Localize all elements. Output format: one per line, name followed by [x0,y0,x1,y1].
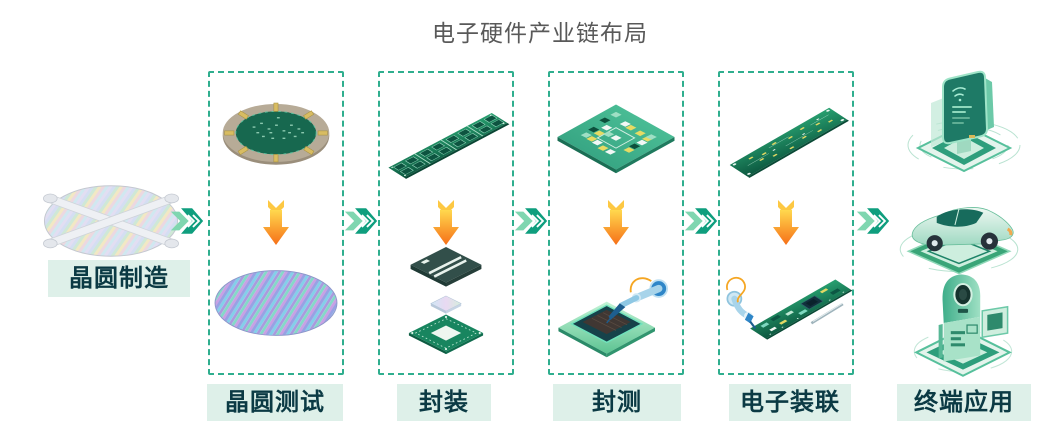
process-down-arrow-icon [428,200,464,246]
flow-arrow-icon [170,206,204,236]
tested-wafer-illustration [214,270,338,336]
stage-label-package-and-test: 封测 [553,384,681,421]
stage-label-electronic-assembly: 电子装联 [729,384,851,421]
process-down-arrow-icon [598,200,634,246]
stage-label-packaging: 封装 [397,384,491,421]
flow-arrow-icon [684,206,718,236]
chip-final-test-illustration [558,277,669,358]
exploded-chip-package-illustration [408,247,484,355]
smart-kiosk-illustration [907,70,1021,173]
stage-box-packaging [378,71,514,375]
stage-label-wafer-fab: 晶圆制造 [48,260,190,297]
substrate-strip-illustration [388,113,510,179]
process-down-arrow-icon [768,200,804,246]
stage-box-wafer-test [208,71,344,375]
test-board-illustration [557,104,675,174]
flow-arrow-icon [514,206,548,236]
stage-label-wafer-test: 晶圆测试 [207,384,343,421]
wafer-fab-illustration [43,185,179,257]
page-title: 电子硬件产业链布局 [432,20,648,46]
service-robot-illustration [913,274,1013,377]
process-down-arrow-icon [258,200,294,246]
stage-box-package-and-test [548,71,684,375]
stage-box-electronic-assembly [718,71,854,375]
bare-pcb-illustration [729,107,849,178]
flow-arrow-icon [344,206,378,236]
probe-card-illustration [222,102,330,165]
car-illustration [899,207,1019,275]
stage-label-end-applications: 终端应用 [897,384,1031,421]
assembled-pcb-illustration [726,276,852,340]
